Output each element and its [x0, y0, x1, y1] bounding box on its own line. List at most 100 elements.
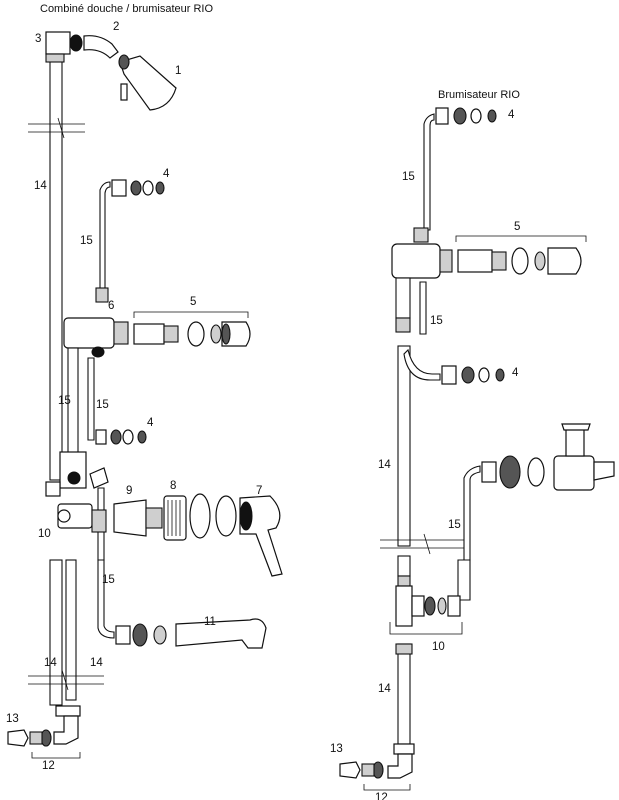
- nozzle-washer: [499, 455, 521, 489]
- cartridge-stem: [163, 325, 179, 343]
- callout-r15-mid: 15: [430, 315, 443, 327]
- callout-14-left: 14: [44, 657, 57, 669]
- right-cartridge-body: [457, 249, 493, 273]
- flex-hose-mid: [87, 357, 95, 441]
- right-mid-washer-4a: [461, 366, 475, 384]
- top-elbow-nut: [45, 53, 65, 63]
- right-flex-hose-top-nut: [413, 227, 429, 243]
- pipe-break-mark-bottom: [28, 669, 104, 691]
- callout-r14-upper: 14: [378, 459, 391, 471]
- right-cartridge-cap: [547, 247, 582, 275]
- cartridge-cap-thread: [221, 323, 231, 345]
- callout-6: 6: [108, 300, 114, 312]
- right-bottom-connector: [361, 763, 375, 777]
- callout-r13: 13: [330, 743, 343, 755]
- bottom-elbow: [53, 715, 79, 745]
- flex-hose-lower: [97, 559, 115, 639]
- right-pipe-break-mark: [380, 533, 470, 555]
- callout-r4-upper: 4: [508, 109, 515, 121]
- shower-head-lever: [120, 83, 128, 101]
- right-tee-washer-b: [437, 597, 447, 615]
- right-flex-hose-mid: [419, 281, 427, 335]
- right-mid-washer-4b: [478, 367, 490, 383]
- lower-washer-4a: [110, 429, 122, 445]
- right-diagram-title: Brumisateur RIO: [438, 89, 520, 101]
- lower-riser-pipe: [49, 559, 63, 706]
- left-callouts: 1 2 3 4 4 5 6 7 8 9 10 11 12 13 14 14 14…: [6, 21, 262, 772]
- flex-hose-upper-nut: [95, 287, 109, 303]
- right-riser-pipe-bottom: [397, 643, 411, 745]
- shower-head: [119, 55, 177, 111]
- bracket-5-upper: [133, 311, 249, 318]
- callout-15-upper: 15: [80, 235, 93, 247]
- secondary-riser-pipe: [65, 559, 77, 701]
- callout-r10: 10: [432, 641, 445, 653]
- bottom-nut-upper: [55, 705, 81, 717]
- right-tee-washer-a: [424, 596, 436, 616]
- callout-15-lower: 15: [102, 574, 115, 586]
- right-flex-hose-nozzle-low: [457, 559, 471, 601]
- callout-4-lower: 4: [147, 417, 154, 429]
- spout-nut: [115, 625, 131, 645]
- right-flex-hose-top: [418, 113, 435, 231]
- callout-r15-lower: 15: [448, 519, 461, 531]
- lower-filter-4: [137, 430, 147, 444]
- right-upper-filter-4: [487, 109, 497, 123]
- mixer-clamp: [45, 481, 61, 497]
- upper-washer-4a: [130, 180, 142, 196]
- right-cartridge-stem: [491, 251, 507, 271]
- callout-14-upper: 14: [34, 180, 47, 192]
- main-riser-pipe: [49, 59, 63, 481]
- lever-handle-7-base: [239, 501, 253, 531]
- right-upper-washer-4a: [453, 107, 467, 125]
- spout-ring: [153, 625, 167, 645]
- callout-r4-mid: 4: [512, 367, 519, 379]
- swivel-joint: [69, 34, 83, 52]
- callout-14-right: 14: [90, 657, 103, 669]
- right-assembly: [339, 107, 615, 791]
- right-o-ring-small: [534, 251, 546, 271]
- upper-nut-4: [111, 179, 127, 197]
- nozzle-nut: [481, 461, 497, 483]
- mixer-tee: [59, 451, 87, 489]
- nozzle-spout: [593, 461, 615, 481]
- right-callouts: 4 4 5 10 12 13 14 14 15 15 15: [330, 109, 520, 800]
- nozzle-body: [553, 455, 595, 491]
- cartridge-9-stem: [145, 507, 163, 529]
- callout-5: 5: [190, 296, 196, 308]
- bracket-12-left: [31, 752, 81, 759]
- bottom-connector: [29, 731, 43, 745]
- o-ring-large: [187, 321, 205, 347]
- callout-13: 13: [6, 713, 19, 725]
- right-upper-nut-4: [435, 107, 449, 125]
- spout-11: [175, 618, 267, 649]
- cap-nut-8-grip: [167, 500, 181, 536]
- callout-1: 1: [175, 65, 181, 77]
- bottom-tap-13: [7, 729, 29, 747]
- mixer-nut-top: [89, 467, 109, 489]
- callout-r12: 12: [375, 792, 388, 800]
- callout-3: 3: [35, 33, 41, 45]
- callout-4-upper: 4: [163, 168, 170, 180]
- callout-r5: 5: [514, 221, 520, 233]
- mixing-valve-outlet: [91, 346, 105, 358]
- upper-washer-4b: [142, 180, 154, 196]
- callout-9: 9: [126, 485, 132, 497]
- right-coupling: [395, 317, 411, 333]
- right-bracket-12: [363, 784, 411, 791]
- right-riser-pipe-lower: [397, 555, 411, 577]
- nozzle-ring: [527, 457, 545, 487]
- upper-filter-4: [155, 181, 165, 195]
- right-tee-nut-top: [397, 575, 411, 587]
- right-short-pipe: [395, 277, 411, 319]
- right-valve-body: [391, 243, 441, 279]
- right-bracket-10: [389, 622, 463, 635]
- trim-washer: [215, 495, 237, 537]
- left-diagram-title: Combiné douche / brumisateur RIO: [40, 3, 213, 15]
- o-ring-small: [210, 324, 222, 344]
- callout-15-mid: 15: [96, 399, 109, 411]
- right-bottom-nut-upper: [393, 743, 415, 755]
- mixer-thread-right: [91, 509, 107, 533]
- right-mid-filter-4: [495, 368, 505, 382]
